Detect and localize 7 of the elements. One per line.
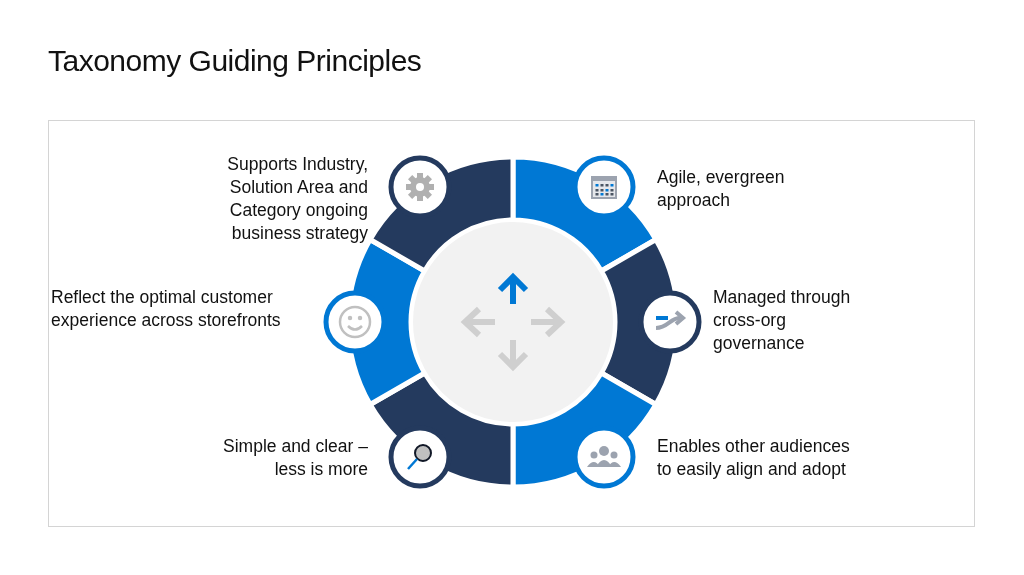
principle-text: Managed through cross-org governance [713, 286, 852, 355]
principle-text: Agile, evergreen approach [657, 166, 786, 212]
principle-text: Reflect the optimal customer experience across storefronts [51, 286, 282, 332]
principle-text: Enables other audiences to easily align and adopt [657, 435, 851, 481]
principle-text: Supports Industry, Solution Area and Category ongoing business strategy [226, 153, 368, 245]
principle-text: Simple and clear – less is more [222, 435, 368, 481]
title: Taxonomy Guiding Principles [48, 43, 422, 79]
